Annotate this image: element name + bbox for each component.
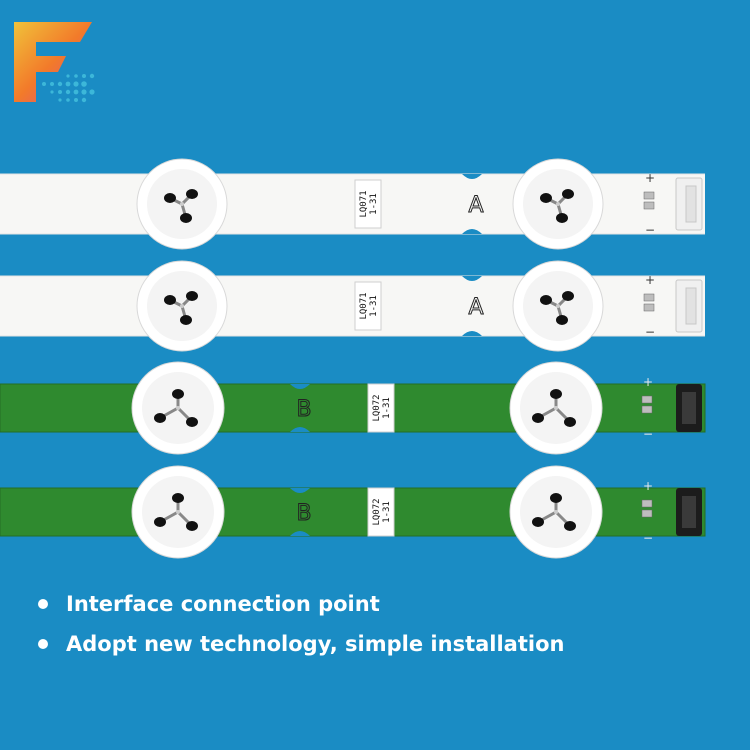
minus-mark: −	[643, 531, 653, 545]
led-lens	[509, 361, 603, 455]
feature-item: Interface connection point	[38, 588, 564, 628]
solder-pad	[641, 395, 653, 404]
led-lens	[136, 260, 228, 352]
solder-pad	[643, 201, 655, 210]
wire-connector	[675, 177, 703, 231]
feature-text: Interface connection point	[66, 592, 380, 616]
wire-connector	[675, 279, 703, 333]
strip-type-letter: B	[296, 397, 311, 422]
solder-pad	[641, 509, 653, 518]
feature-list: Interface connection point Adopt new tec…	[38, 588, 564, 668]
model-range: 1-31	[382, 397, 392, 419]
feature-item: Adopt new technology, simple installatio…	[38, 628, 564, 668]
plus-mark: +	[643, 479, 653, 493]
brand-logo	[14, 22, 98, 106]
led-lens	[136, 158, 228, 250]
minus-mark: −	[645, 325, 655, 339]
strip-type-letter: A	[468, 193, 483, 218]
led-lens	[512, 260, 604, 352]
plus-mark: +	[645, 171, 655, 185]
model-code: LQ072	[372, 498, 382, 525]
model-range: 1-31	[382, 501, 392, 523]
solder-pad	[643, 191, 655, 200]
model-range: 1-31	[369, 295, 379, 317]
solder-pad	[641, 405, 653, 414]
solder-pad	[641, 499, 653, 508]
solder-pad	[643, 293, 655, 302]
wire-connector	[676, 488, 702, 536]
solder-pad	[643, 303, 655, 312]
bullet-icon	[38, 639, 48, 649]
plus-mark: +	[643, 375, 653, 389]
led-lens	[512, 158, 604, 250]
model-code: LQ072	[372, 394, 382, 421]
led-lens	[509, 465, 603, 559]
minus-mark: −	[645, 223, 655, 237]
plus-mark: +	[645, 273, 655, 287]
minus-mark: −	[643, 427, 653, 441]
logo-f-icon	[14, 22, 95, 103]
led-lens	[131, 361, 225, 455]
model-code: LQ071	[359, 292, 369, 319]
wire-connector	[676, 384, 702, 432]
strip-type-letter: B	[296, 501, 311, 526]
bullet-icon	[38, 599, 48, 609]
model-range: 1-31	[369, 193, 379, 215]
strip-type-letter: A	[468, 295, 483, 320]
led-lens	[131, 465, 225, 559]
model-code: LQ071	[359, 190, 369, 217]
feature-text: Adopt new technology, simple installatio…	[66, 632, 565, 656]
